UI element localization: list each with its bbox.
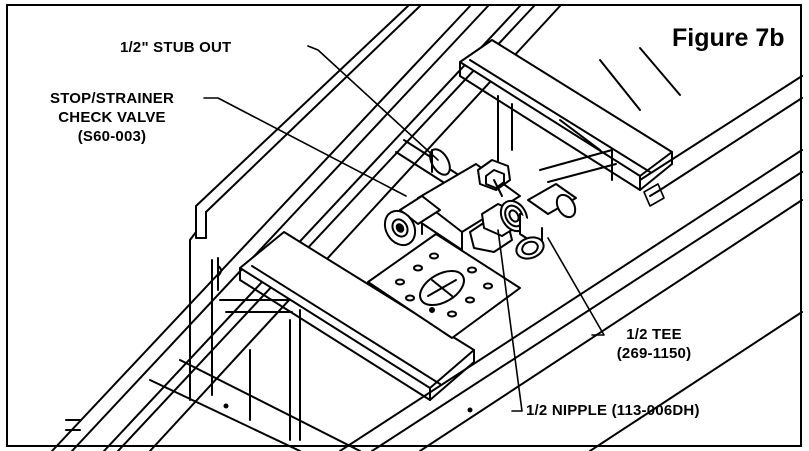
figure-title: Figure 7b <box>672 24 785 52</box>
callout-stop-strainer-line2: CHECK VALVE <box>58 109 166 126</box>
lower-frame <box>65 299 473 451</box>
leader-lines <box>203 45 605 412</box>
callout-tee: 1/2 TEE (269-1150) <box>606 325 702 363</box>
leader-tee <box>547 237 605 336</box>
callout-nipple-text: 1/2 NIPPLE (113-006DH) <box>526 402 700 419</box>
leader-stub-out <box>307 45 439 161</box>
callout-stub-out-text: 1/2" STUB OUT <box>120 39 232 56</box>
callout-tee-line2: (269-1150) <box>616 345 692 362</box>
callout-stub-out: 1/2" STUB OUT <box>120 38 231 57</box>
callout-stop-strainer-line1: STOP/STRAINER <box>49 90 174 107</box>
union-nuts <box>469 199 529 253</box>
strainer-outlet <box>383 209 417 247</box>
back-flange <box>189 5 421 401</box>
top-cross-member <box>459 39 673 207</box>
tee-fitting <box>515 183 577 260</box>
leader-nipple <box>497 229 523 412</box>
callout-stop-strainer-line3: (S60-003) <box>77 128 147 145</box>
callout-nipple: 1/2 NIPPLE (113-006DH) <box>526 401 700 420</box>
check-valve <box>399 159 521 251</box>
right-rail <box>339 75 803 451</box>
callout-tee-line1: 1/2 TEE <box>626 326 682 343</box>
mounting-plate <box>367 233 521 339</box>
leader-stop-strainer <box>203 97 407 197</box>
figure-frame <box>6 4 802 447</box>
inner-supports <box>497 47 681 183</box>
lower-cross-member <box>239 231 475 401</box>
callout-stop-strainer: STOP/STRAINER CHECK VALVE (S60-003) <box>20 89 204 146</box>
